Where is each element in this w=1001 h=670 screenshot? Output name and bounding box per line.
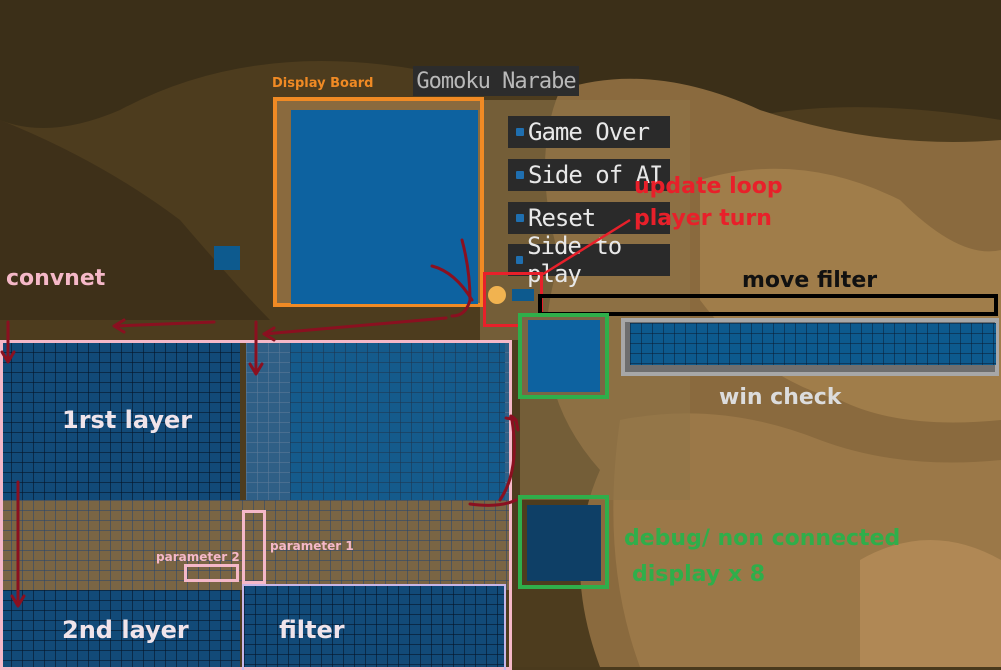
- turn-indicator-icon[interactable]: [488, 286, 506, 304]
- move-filter-box: [538, 294, 998, 316]
- game-board[interactable]: [291, 110, 478, 304]
- display-board-label: Display Board: [272, 76, 374, 91]
- layer-1-left-panel: [0, 342, 240, 500]
- debug-label-line2: display x 8: [632, 562, 765, 587]
- blue-square-icon: [516, 128, 524, 136]
- move-filter-label: move filter: [742, 268, 878, 293]
- middle-band-panel: [0, 500, 510, 590]
- convnet-label: convnet: [6, 266, 106, 291]
- win-check-label: win check: [719, 385, 842, 410]
- filter-panel: [244, 584, 504, 667]
- filter-label: filter: [279, 616, 345, 644]
- parameter-1-label: parameter 1: [270, 539, 354, 553]
- turn-indicator-slot: [512, 289, 534, 301]
- win-check-panel: [630, 323, 996, 365]
- debug-label-line1: debug/ non connected: [624, 526, 901, 551]
- update-loop-label: update loop: [634, 174, 783, 199]
- layer-1-highlight: [290, 342, 505, 500]
- player-turn-label: player turn: [634, 206, 772, 231]
- parameter-2-label: parameter 2: [156, 550, 240, 564]
- game-over-button[interactable]: Game Over: [508, 116, 670, 148]
- layer-2-panel: [0, 590, 240, 667]
- debug-display-box: [518, 495, 609, 589]
- parameter-1-box: [242, 510, 266, 584]
- blue-square-icon: [516, 256, 524, 264]
- side-of-ai-label: Side of AI: [528, 161, 663, 189]
- side-of-ai-button[interactable]: Side of AI: [508, 159, 670, 191]
- side-to-play-label: Side to play: [527, 232, 622, 288]
- parameter-2-box: [184, 564, 239, 582]
- game-title-text: Gomoku Narabe: [416, 68, 576, 94]
- mini-display-panel: [528, 320, 600, 392]
- blue-square-icon: [516, 171, 524, 179]
- game-over-label: Game Over: [528, 118, 650, 146]
- layer-1-divider: [0, 340, 3, 667]
- blue-square-icon: [516, 214, 524, 222]
- filter-box: [242, 584, 506, 670]
- debug-display-panel: [527, 505, 601, 581]
- reset-label: Reset: [528, 204, 596, 232]
- second-layer-label: 2nd layer: [62, 616, 189, 644]
- game-title: Gomoku Narabe: [413, 66, 579, 96]
- first-layer-label: 1rst layer: [62, 406, 193, 434]
